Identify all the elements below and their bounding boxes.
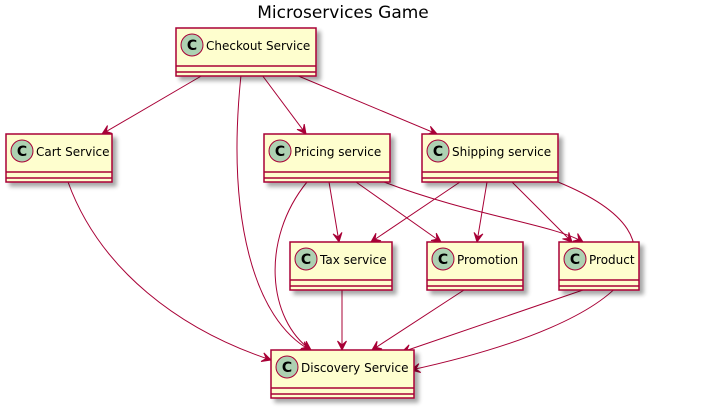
edge-pricing-to-product	[383, 181, 584, 243]
arrowhead	[101, 125, 113, 135]
class-stereotype-letter: C	[570, 252, 580, 268]
class-box	[270, 349, 415, 399]
class-stereotype-icon	[426, 139, 450, 163]
edge-pricing-to-tax	[328, 181, 343, 244]
class-stereotype-letter: C	[433, 144, 443, 160]
arrowhead	[337, 340, 347, 352]
edge-shipping-to-product	[511, 181, 573, 243]
edge-line	[67, 181, 272, 361]
class-name: Pricing service	[294, 145, 381, 159]
class-tax: C Tax service	[289, 241, 393, 291]
edge-line	[274, 181, 312, 351]
edge-checkout-to-shipping	[295, 74, 439, 136]
edge-line	[476, 181, 488, 243]
class-stereotype-letter: C	[301, 252, 311, 268]
class-stereotype-icon	[268, 139, 292, 163]
class-stereotype-icon	[10, 139, 34, 163]
arrowhead	[473, 232, 484, 244]
class-name: Discovery Service	[301, 361, 408, 375]
class-discovery: C Discovery Service	[270, 349, 415, 399]
class-name: Tax service	[319, 253, 387, 267]
arrowhead	[260, 352, 273, 362]
arrowhead	[430, 232, 442, 243]
class-stereotype-icon	[431, 247, 455, 271]
edge-line	[370, 181, 461, 243]
arrowhead	[332, 232, 343, 244]
arrowhead	[300, 340, 312, 351]
edge-line	[261, 74, 307, 135]
class-stereotype-letter: C	[187, 38, 197, 54]
arrowhead	[371, 341, 383, 351]
edge-checkout-to-discovery	[236, 74, 311, 351]
class-cart: C Cart Service	[5, 133, 113, 183]
class-stereotype-icon	[563, 247, 587, 271]
class-stereotype-letter: C	[282, 360, 292, 376]
class-name: Checkout Service	[206, 39, 310, 53]
class-promotion: C Promotion	[426, 241, 524, 291]
edge-line	[355, 181, 442, 243]
class-stereotype-letter: C	[438, 252, 448, 268]
edge-cart-to-discovery	[67, 181, 273, 362]
edge-promotion-to-discovery	[371, 289, 465, 351]
edge-line	[511, 181, 573, 243]
edge-line	[383, 181, 584, 243]
arrowhead	[370, 232, 382, 243]
class-stereotype-icon	[294, 247, 318, 271]
edge-line	[401, 289, 584, 353]
class-stereotype-letter: C	[17, 144, 27, 160]
diagram-title: Microservices Game	[257, 3, 429, 23]
edge-tax-to-discovery	[337, 290, 347, 352]
class-stereotype-icon	[180, 33, 204, 57]
class-shipping: C Shipping service	[421, 133, 559, 183]
edge-pricing-to-discovery	[274, 181, 312, 351]
arrowhead	[562, 232, 573, 243]
class-name: Cart Service	[36, 145, 110, 159]
class-name: Product	[589, 253, 635, 267]
class-checkout: C Checkout Service	[175, 27, 317, 77]
class-name: Shipping service	[452, 145, 551, 159]
class-pricing: C Pricing service	[263, 133, 391, 183]
edge-product-to-discovery	[400, 289, 584, 354]
edge-pricing-to-promotion	[355, 181, 442, 243]
edge-checkout-to-cart	[101, 74, 204, 135]
edge-line	[236, 74, 311, 351]
class-stereotype-letter: C	[275, 144, 285, 160]
class-name: Promotion	[457, 253, 518, 267]
edge-line	[328, 181, 340, 243]
arrowhead	[296, 123, 307, 135]
class-stereotype-icon	[275, 355, 299, 379]
edge-line	[295, 74, 438, 135]
edges-layer	[67, 74, 635, 373]
edge-line	[371, 289, 465, 351]
edge-shipping-to-tax	[370, 181, 461, 243]
edge-checkout-to-pricing	[261, 74, 307, 135]
edge-line	[101, 74, 204, 135]
class-product: C Product	[558, 241, 640, 291]
edge-shipping-to-promotion	[473, 181, 488, 244]
